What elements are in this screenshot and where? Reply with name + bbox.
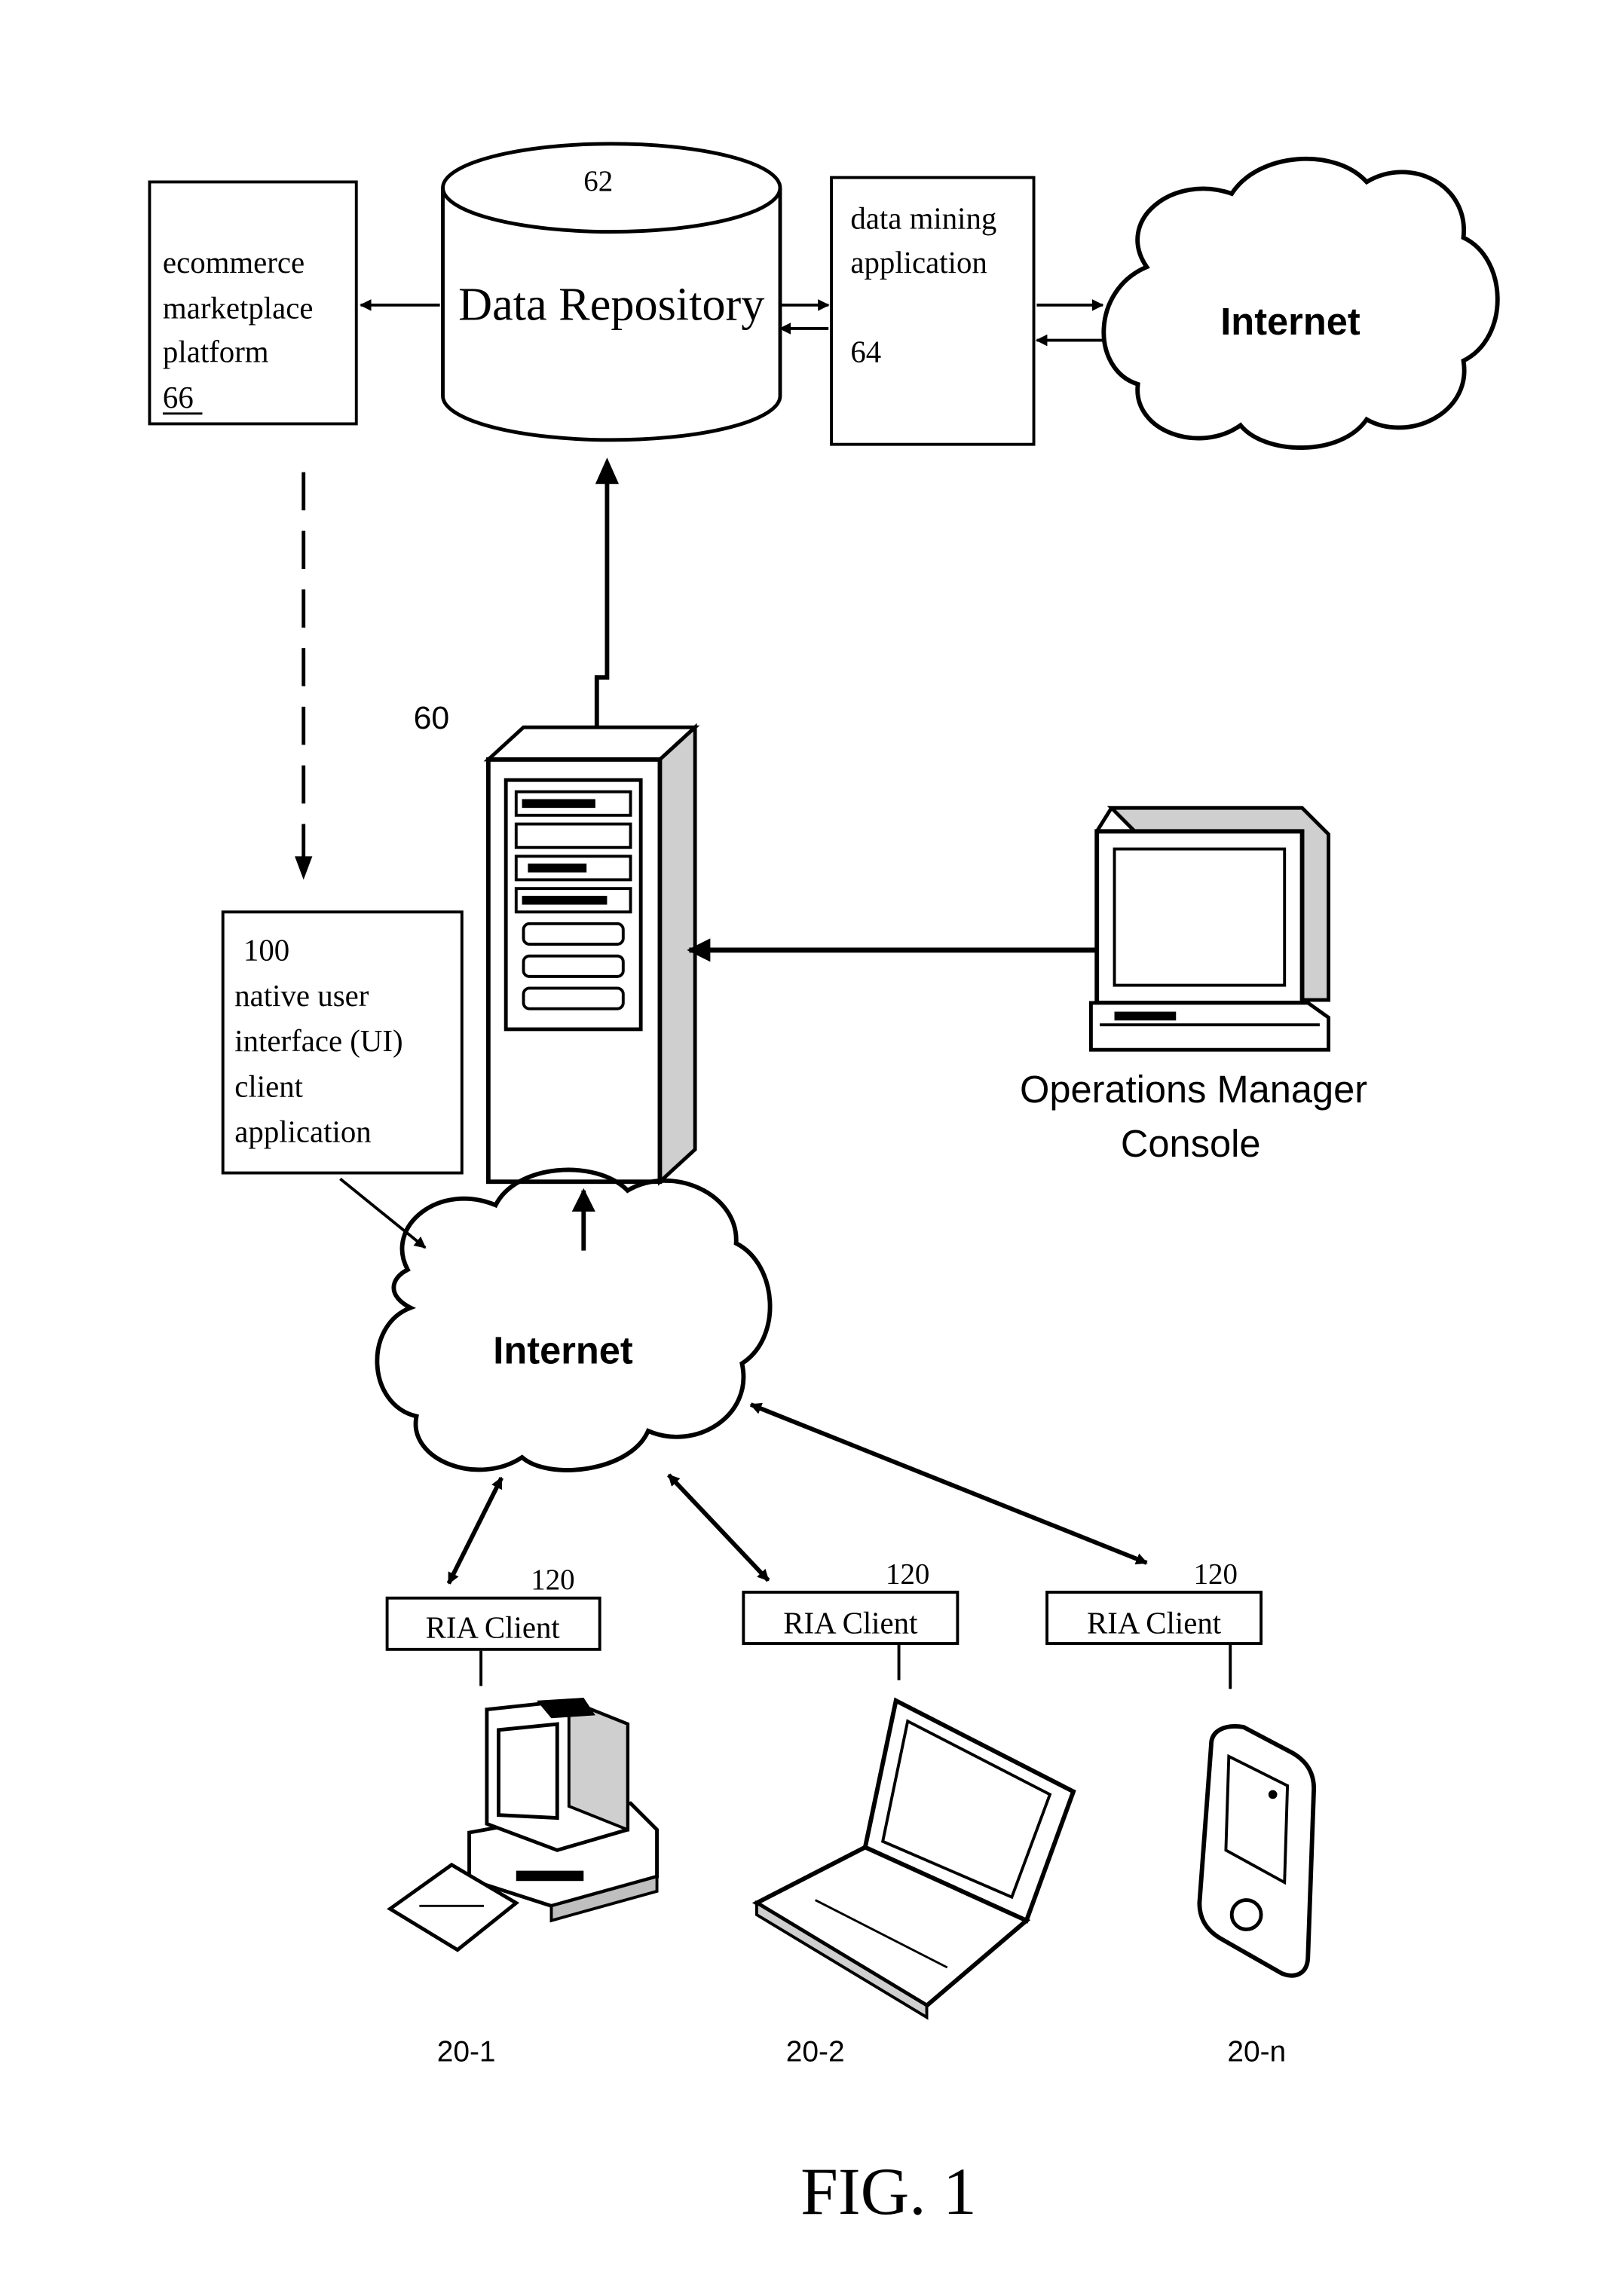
arrow-server-to-repository	[597, 469, 608, 727]
internet-cloud-top: Internet	[1103, 159, 1497, 448]
internet-top-label: Internet	[1220, 300, 1360, 343]
arrow-internet-client-1	[448, 1478, 501, 1583]
ria-client-1-label: RIA Client	[426, 1610, 561, 1644]
laptop-icon	[757, 1701, 1073, 2017]
ria-client-1-number: 120	[531, 1564, 574, 1596]
desktop-computer-icon	[390, 1698, 657, 1950]
server-tower-icon	[488, 727, 695, 1182]
ria-client-3-label: RIA Client	[1087, 1606, 1222, 1640]
repository-label: Data Repository	[458, 279, 764, 330]
console-label-line-2: Console	[1121, 1122, 1261, 1165]
arrow-internet-client-2	[669, 1475, 768, 1580]
native-client-line-2: interface (UI)	[234, 1024, 402, 1058]
ria-client-3-number: 120	[1194, 1558, 1238, 1590]
ria-client-3: 120 RIA Client	[1047, 1558, 1261, 1689]
ria-client-2: 120 RIA Client	[743, 1558, 957, 1680]
dashed-arrow-head	[295, 856, 312, 879]
data-repository-cylinder: 62 Data Repository	[443, 144, 780, 440]
data-mining-box: data mining application 64	[831, 178, 1033, 445]
figure-label: FIG. 1	[800, 2154, 977, 2229]
marketplace-box: ecommerce marketplace platform 66	[149, 182, 356, 423]
native-client-number: 100	[243, 933, 289, 967]
native-client-line-4: application	[234, 1115, 371, 1149]
data-mining-line-2: application	[850, 246, 987, 280]
marketplace-line-3: platform	[163, 335, 269, 369]
device-label-20-1: 20-1	[437, 2036, 496, 2068]
arrow-server-to-repository-head	[595, 457, 619, 484]
marketplace-line-1: ecommerce	[163, 246, 305, 280]
ria-client-1: 120 RIA Client	[387, 1564, 600, 1686]
console-label-line-1: Operations Manager	[1020, 1068, 1367, 1111]
marketplace-number: 66	[163, 381, 194, 414]
console-computer-icon	[1091, 808, 1328, 1050]
native-client-box: 100 native user interface (UI) client ap…	[223, 912, 462, 1172]
device-label-20-2: 20-2	[786, 2036, 845, 2068]
native-client-line-3: client	[234, 1069, 303, 1103]
arrow-internet-client-3	[751, 1405, 1146, 1563]
server-number: 60	[414, 700, 450, 736]
ria-client-2-label: RIA Client	[783, 1606, 918, 1640]
marketplace-line-2: marketplace	[163, 291, 314, 325]
repository-number: 62	[583, 165, 613, 197]
data-mining-number: 64	[850, 335, 881, 369]
data-mining-line-1: data mining	[850, 202, 996, 236]
internet-bottom-label: Internet	[493, 1328, 633, 1371]
pda-device-icon	[1199, 1726, 1314, 1976]
device-label-20-n: 20-n	[1227, 2036, 1286, 2068]
ria-client-2-number: 120	[886, 1558, 929, 1590]
native-client-line-1: native user	[234, 979, 369, 1013]
internet-cloud-bottom: Internet	[377, 1169, 770, 1470]
arrow-native-client-to-internet	[340, 1179, 425, 1247]
